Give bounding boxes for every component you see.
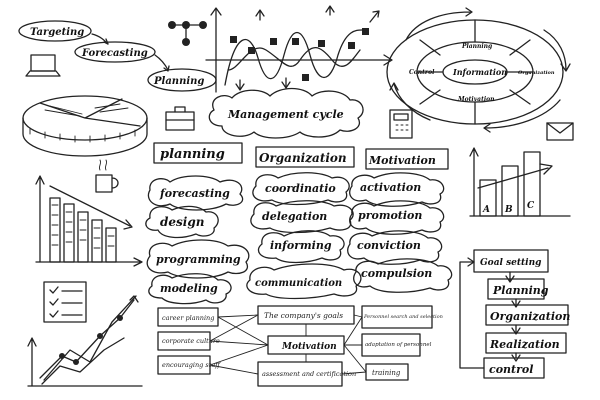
goal-control: control — [489, 363, 533, 376]
planning-item-1: forecasting — [159, 187, 230, 200]
goal-planning: Planning — [492, 284, 549, 297]
top-left-flow: Targeting Forecasting Planning — [18, 20, 217, 92]
management-cycle-title: Management cycle — [227, 108, 344, 121]
motivation-column: activation promotion conviction compulsi… — [347, 172, 453, 293]
goal-setting: Goal setting — [480, 258, 541, 268]
calculator-icon — [389, 109, 413, 139]
trend-chart-icon — [35, 175, 143, 267]
forecasting-label: Forecasting — [81, 48, 148, 59]
header-motivation: Motivation — [368, 154, 436, 167]
org-left-3: encouraging staff — [162, 361, 221, 369]
goal-setting-box — [473, 249, 549, 273]
header-planning: planning — [160, 147, 225, 162]
header-organization-box — [255, 146, 355, 168]
goal-realization-box — [485, 332, 567, 354]
ring-control: Control — [409, 69, 435, 76]
forecasting-bubble — [74, 41, 156, 63]
laptop-icon — [25, 54, 61, 77]
organization-item-3: informing — [270, 239, 332, 252]
ring-information: Information — [452, 67, 507, 77]
organization-column: coordinatio delegation informing communi… — [246, 172, 362, 300]
motivation-item-4: compulsion — [361, 267, 432, 280]
bar-chart-icon: A B C — [469, 147, 571, 217]
planning-top-label: Planning — [153, 76, 204, 87]
org-assessment: assessment and certification — [262, 370, 356, 378]
ring-organization: Organization — [518, 70, 555, 76]
motivation-item-2: promotion — [358, 209, 422, 222]
org-left-2: corporate culture — [162, 337, 220, 345]
org-motivation: Motivation — [281, 342, 337, 352]
targeting-label: Targeting — [30, 27, 84, 38]
bar-label-a: A — [482, 205, 490, 215]
line-chart-icon — [205, 5, 393, 93]
function-headers: planning Organization Motivation — [153, 142, 449, 170]
org-right-3: training — [372, 369, 401, 377]
org-left-1: career planning — [162, 314, 214, 322]
share-icon — [168, 21, 207, 46]
motivation-item-3: conviction — [357, 239, 421, 252]
organization-item-2: delegation — [262, 210, 327, 223]
targeting-bubble — [18, 20, 92, 42]
goal-flow: Goal setting Planning Organization Reali… — [459, 249, 570, 379]
briefcase-icon — [165, 106, 195, 131]
ring-planning: Planning — [461, 43, 492, 50]
pie-chart-icon — [22, 95, 148, 157]
planning-item-4: modeling — [160, 282, 218, 295]
org-right-2: adaptation of personnel — [365, 342, 432, 348]
bar-label-b: B — [504, 205, 513, 215]
planning-item-3: programming — [156, 253, 241, 266]
org-diagram: career planning corporate culture encour… — [157, 305, 443, 387]
bar-label-c: C — [527, 201, 535, 211]
title-cloud: Management cycle — [208, 87, 364, 139]
header-motivation-box — [365, 148, 449, 170]
header-planning-box — [153, 142, 243, 164]
planning-item-2: design — [160, 215, 204, 229]
checklist-icon — [43, 281, 87, 323]
goal-realization: Realization — [489, 338, 560, 351]
ring-motivation: Motivation — [457, 96, 494, 103]
goal-organization: Organization — [490, 310, 570, 323]
goal-organization-box — [485, 304, 569, 326]
rising-chart-icon — [27, 295, 143, 387]
cycle-ring: Planning Control Information Organizatio… — [386, 7, 571, 133]
motivation-item-1: activation — [360, 181, 421, 194]
organization-item-1: coordinatio — [265, 182, 336, 195]
planning-column: forecasting design programming modeling — [145, 175, 250, 305]
organization-item-4: communication — [255, 278, 342, 289]
org-right-1: Personnel search and selection — [363, 314, 443, 320]
header-organization: Organization — [259, 151, 347, 165]
coffee-cup-icon — [95, 159, 119, 193]
envelope-icon — [546, 122, 574, 141]
org-goals: The company's goals — [264, 311, 343, 320]
